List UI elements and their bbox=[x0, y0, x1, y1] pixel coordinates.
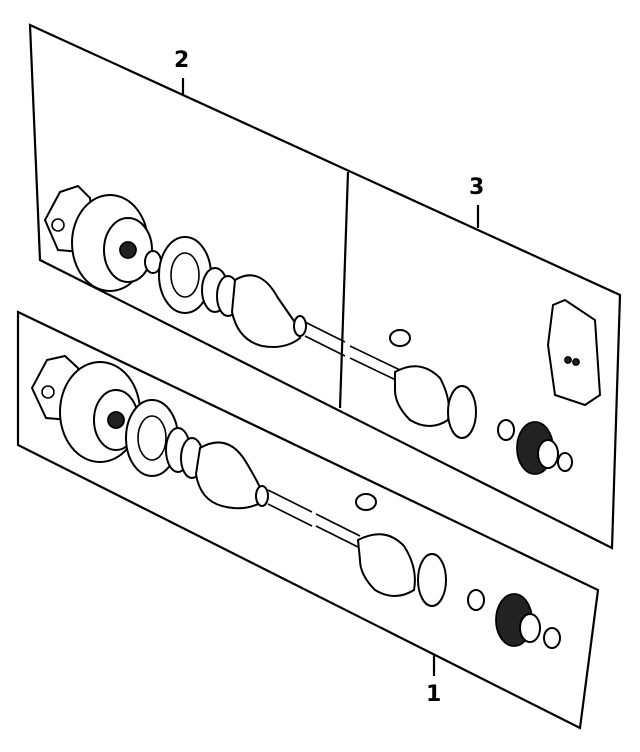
axle-shaft bbox=[304, 321, 346, 357]
lower-assembly-panel bbox=[16, 310, 600, 730]
callout-3: 3 bbox=[469, 175, 485, 200]
lower-axle-parts bbox=[30, 354, 561, 649]
upper-axle-parts bbox=[43, 184, 602, 475]
callout-2: 2 bbox=[174, 48, 190, 73]
outer-boot bbox=[356, 533, 416, 597]
inner-boot bbox=[230, 274, 301, 348]
callout-leaders bbox=[181, 78, 480, 676]
upper-assembly-panel bbox=[28, 23, 622, 550]
outer-boot bbox=[394, 365, 450, 427]
boot-clamp bbox=[389, 329, 411, 347]
inner-boot bbox=[194, 441, 263, 510]
callout-1: 1 bbox=[426, 682, 442, 707]
mounting-bracket bbox=[546, 298, 602, 407]
axle-shaft bbox=[267, 489, 313, 527]
boot-clamp bbox=[355, 493, 377, 511]
